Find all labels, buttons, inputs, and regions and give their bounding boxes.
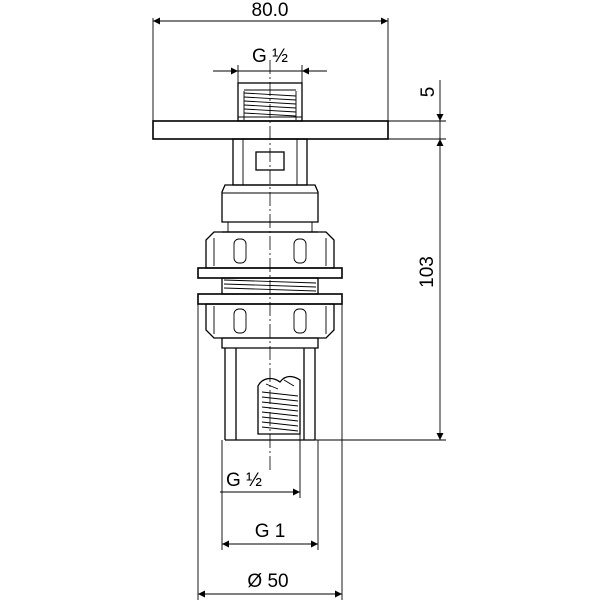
dimension-thread-inner: G ½: [220, 434, 301, 498]
label-height: 103: [417, 256, 438, 288]
top-plate: [152, 120, 389, 140]
label-diameter: Ø 50: [247, 571, 288, 592]
dimension-diameter: Ø 50: [197, 304, 343, 600]
label-thread-outer: G 1: [255, 521, 286, 542]
label-thread-inner: G ½: [226, 470, 262, 491]
lower-nut: [205, 303, 335, 339]
label-plate-thickness: 5: [418, 87, 439, 98]
dimension-thread-top: G ½: [213, 46, 327, 83]
label-width-top: 80.0: [252, 0, 289, 21]
label-thread-top: G ½: [252, 46, 288, 67]
dimension-thread-outer: G 1: [221, 440, 319, 550]
dimension-width-top: 80.0: [152, 0, 389, 121]
dimension-plate-thickness: 5: [388, 80, 446, 140]
dimension-height: 103: [315, 139, 446, 441]
inner-thread-breakout: [257, 375, 301, 435]
